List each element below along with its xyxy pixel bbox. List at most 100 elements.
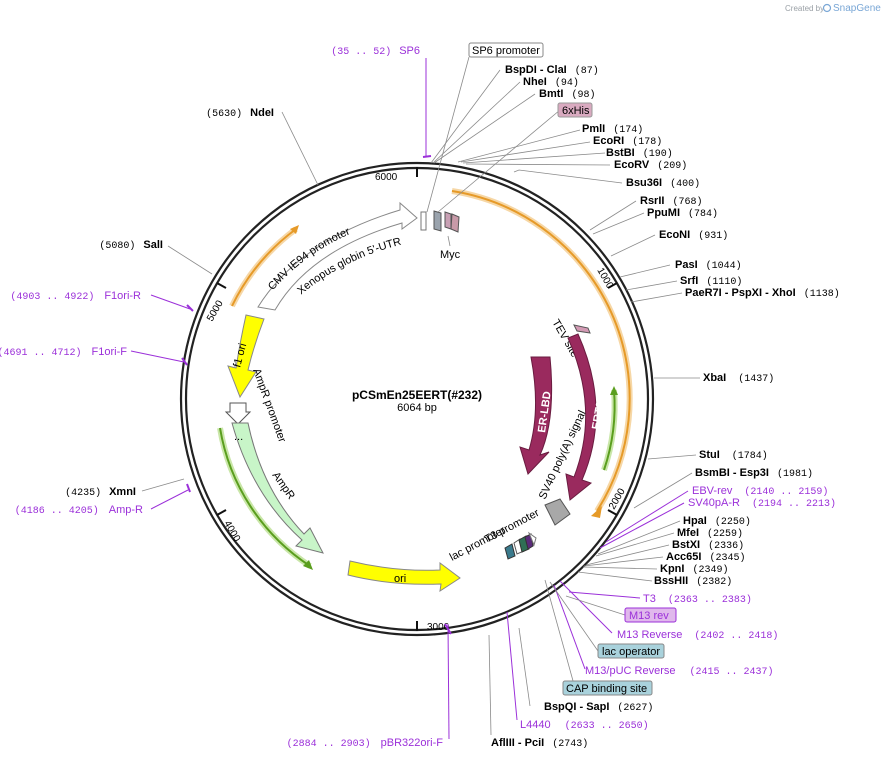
primer-m13-reverse: M13 Reverse(2402 .. 2418) xyxy=(617,629,778,642)
enzyme-pmli-pos: (174) xyxy=(613,124,643,136)
sp6-promoter-label: SP6 promoter xyxy=(472,45,540,57)
plasmid-name: pCSmEn25EERT(#232) xyxy=(352,388,482,402)
lac-operator-label: lac operator xyxy=(602,646,660,658)
enzyme-ndei-pos: (5630) xyxy=(206,108,242,120)
enzyme-bsu36i-name: Bsu36I xyxy=(626,177,662,189)
ampr-promoter-label: AmpR promoter xyxy=(250,367,288,444)
primer-t3: T3 (2363 .. 2383) xyxy=(643,593,752,606)
sixhis-label: 6xHis xyxy=(562,105,590,117)
enzyme-sali-pos: (5080) xyxy=(99,240,135,252)
enzyme-sapi-name: SapI xyxy=(586,701,609,713)
orange-arc-right xyxy=(451,190,631,512)
enzyme-xmni: (4235)XmnI xyxy=(65,486,136,499)
orange-arc-right-arrowhead xyxy=(591,506,602,518)
enzyme-bspdi-pos: (87) xyxy=(575,65,599,77)
enzyme-stui-pos: (1784) xyxy=(732,450,768,462)
primer-l4440-pos: (2633 .. 2650) xyxy=(565,720,649,732)
enzyme-ppumi-pos: (784) xyxy=(688,208,718,220)
enzyme-xbai-pos: (1437) xyxy=(738,373,774,385)
enzyme-paer7i-name: PaeR7I xyxy=(685,287,722,299)
enzyme-pasi-pos: (1044) xyxy=(706,260,742,272)
enzyme-rsrii: RsrII(768) xyxy=(640,195,702,208)
m13-rev-box: M13 rev xyxy=(624,607,677,623)
enzyme-paer7i-pos: (1138) xyxy=(804,288,840,300)
orange-arc-right-halo xyxy=(451,188,633,513)
cap-site-box: CAP binding site xyxy=(562,680,653,696)
enzyme-afliii-name: AflIII xyxy=(491,737,515,749)
boxed-leaders xyxy=(426,56,626,689)
tick-6000: 6000 xyxy=(375,172,398,183)
myc-leader xyxy=(447,235,451,247)
enzyme-bspdi-sep: - xyxy=(537,64,547,76)
enzyme-bspqi-name: BspQI xyxy=(544,701,576,713)
enzyme-xmni-pos: (4235) xyxy=(65,487,101,499)
enzyme-bsu36i-pos: (400) xyxy=(670,178,700,190)
enzyme-econi-pos: (931) xyxy=(698,230,728,242)
enzyme-sali-name: SalI xyxy=(143,239,163,251)
enzyme-nhei: NheI(94) xyxy=(523,76,579,89)
enzyme-ecori: EcoRI(178) xyxy=(593,135,662,148)
ert2-arrow xyxy=(565,333,597,501)
enzyme-bspqi-sapi: BspQI - SapI(2627) xyxy=(544,701,653,714)
enzyme-pmli: PmlI(174) xyxy=(582,123,643,136)
orange-arc-left xyxy=(231,228,297,307)
enzyme-pasi: PasI(1044) xyxy=(675,259,742,272)
enzyme-bsshii-pos: (2382) xyxy=(696,576,732,588)
promoter-cluster xyxy=(504,531,537,560)
enzyme-hpai-name: HpaI xyxy=(683,515,707,527)
enzyme-ecori-pos: (178) xyxy=(632,136,662,148)
enzyme-bmti-name: BmtI xyxy=(539,88,563,100)
enzyme-stui-name: StuI xyxy=(699,449,720,461)
enzyme-srfi-name: SrfI xyxy=(680,275,698,287)
ampr-promoter-arrow xyxy=(224,402,252,425)
ori-arrow xyxy=(347,560,461,593)
green-arc-left-arrowhead xyxy=(303,560,313,570)
primer-ebv-rev-name: EBV-rev xyxy=(692,485,733,497)
primer-sp6-pos: (35 .. 52) xyxy=(331,46,391,58)
enzyme-econi-name: EcoNI xyxy=(659,229,690,241)
enzyme-afliii-pos: (2743) xyxy=(552,738,588,750)
enzyme-afliii-pcii: AflIII - PciI(2743) xyxy=(491,737,588,750)
enzyme-bstxi: BstXI(2336) xyxy=(672,539,744,552)
enzyme-esp3i-name: Esp3I xyxy=(740,467,769,479)
primer-amp-r-pos: (4186 .. 4205) xyxy=(15,505,99,517)
enzyme-acc65i: Acc65I (2345) xyxy=(666,551,746,564)
tick-marks xyxy=(216,167,618,631)
enzyme-acc65i-name: Acc65I xyxy=(666,551,701,563)
primer-ebv-rev-pos: (2140 .. 2159) xyxy=(744,486,828,498)
enzyme-bsshii: BssHII(2382) xyxy=(654,575,732,588)
tick-4000: 4000 xyxy=(221,519,242,544)
sv40-polya-feature xyxy=(544,498,571,526)
lac-operator-box: lac operator xyxy=(597,643,665,659)
f1-ori-arrow xyxy=(227,314,265,399)
primer-t3-name: T3 xyxy=(643,593,656,605)
enzyme-xhoi-name: XhoI xyxy=(772,287,796,299)
ori-label: ori xyxy=(394,573,406,585)
green-arc-right-arrowhead xyxy=(610,386,618,395)
primer-ebv-rev: EBV-rev (2140 .. 2159) xyxy=(692,485,828,498)
primer-t3-pos: (2363 .. 2383) xyxy=(668,594,752,606)
enzyme-pspxi-name: PspXI xyxy=(731,287,762,299)
enzyme-ndei: (5630)NdeI xyxy=(206,107,274,120)
enzyme-bsu36i: Bsu36I (400) xyxy=(626,177,700,190)
enzyme-ppumi: PpuMI(784) xyxy=(647,207,718,220)
enzyme-bspqi-pos: (2627) xyxy=(617,702,653,714)
enzyme-srfi-pos: (1110) xyxy=(706,276,742,288)
enzyme-nhei-pos: (94) xyxy=(555,77,579,89)
sixhis-box: 6xHis xyxy=(557,102,593,118)
credit-prefix: Created by xyxy=(785,4,824,13)
enzyme-kpni-pos: (2349) xyxy=(692,564,728,576)
primer-sv40pa-r: SV40pA-R(2194 .. 2213) xyxy=(688,497,836,510)
enzyme-hpai-pos: (2250) xyxy=(715,516,751,528)
er-lbd-arrow xyxy=(519,356,553,475)
enzyme-bspdi-name: BspDI xyxy=(505,64,537,76)
credit-brand: SnapGene xyxy=(833,3,881,14)
primer-l4440-name: L4440 xyxy=(520,719,551,731)
enzyme-srfi: SrfI (1110) xyxy=(680,275,742,288)
enzyme-acc65i-pos: (2345) xyxy=(709,552,745,564)
primer-amp-r-name: Amp-R xyxy=(109,504,143,516)
enzyme-bsmbi-sep: - xyxy=(730,467,740,479)
primer-f1ori-r: (4903 .. 4922)F1ori-R xyxy=(10,290,141,303)
primer-m13-puc-reverse: M13/pUC Reverse(2415 .. 2437) xyxy=(585,665,774,678)
